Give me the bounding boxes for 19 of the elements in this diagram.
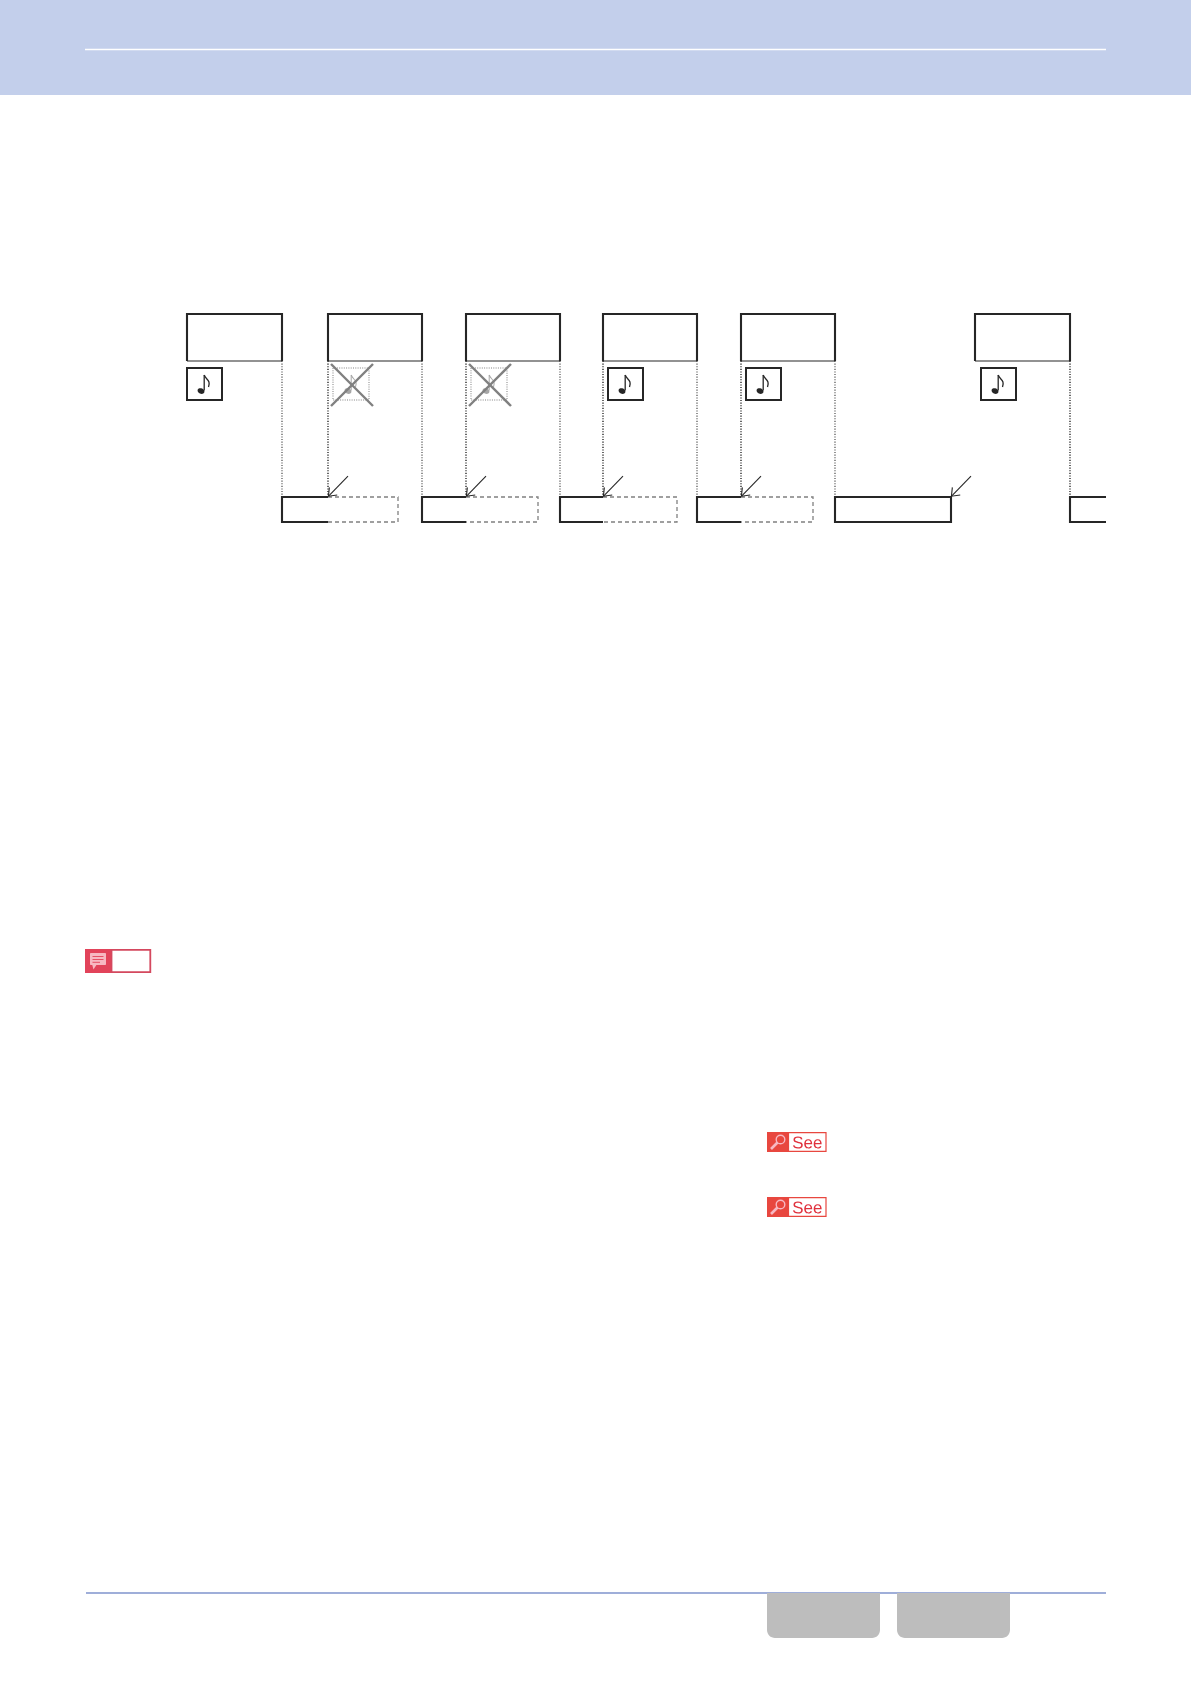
signal-high-box — [973, 312, 1072, 362]
arrow — [327, 475, 349, 497]
arrow — [740, 475, 762, 497]
signal-high-box — [601, 312, 699, 362]
signal-high-box — [464, 312, 562, 362]
signal-high-box — [326, 312, 424, 362]
signal-high-box — [185, 312, 284, 362]
signal-low-box — [1068, 495, 1106, 524]
see-tag: See — [787, 1197, 827, 1217]
see-tag: See — [787, 1132, 827, 1152]
signal-low-box — [833, 495, 953, 524]
signal-high-box — [739, 312, 837, 362]
arrow — [465, 475, 487, 497]
signal-low-box — [280, 495, 399, 524]
signal-low-box — [420, 495, 539, 524]
signal-low-box — [558, 495, 678, 524]
arrow — [602, 475, 624, 497]
arrow — [950, 475, 972, 497]
signal-low-box — [695, 495, 814, 524]
